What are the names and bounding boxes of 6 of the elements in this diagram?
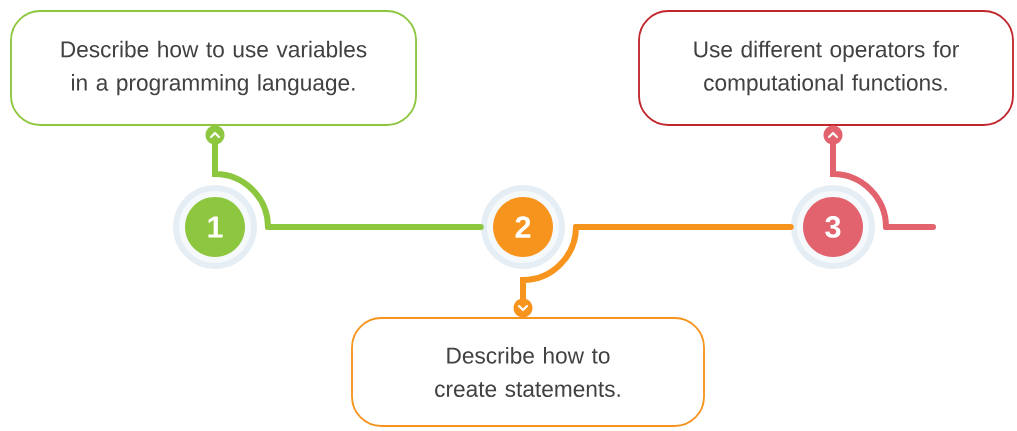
connector xyxy=(573,224,794,230)
text-box: Describe how to create statements. xyxy=(351,317,705,427)
connector xyxy=(883,224,936,230)
connector xyxy=(265,224,484,230)
text-box: Describe how to use variables in a programming language. xyxy=(10,10,417,126)
text-box: Use different operators for computational functions. xyxy=(638,10,1014,126)
